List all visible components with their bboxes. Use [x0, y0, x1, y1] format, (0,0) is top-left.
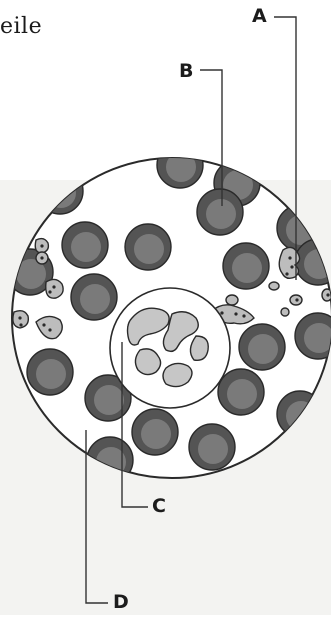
red-blood-cell-center: [71, 232, 101, 262]
red-blood-cell-center: [166, 152, 196, 182]
red-blood-cell: [62, 222, 108, 268]
corner-text: eile: [0, 14, 42, 39]
label-c: C: [152, 495, 166, 517]
red-blood-cell-center: [134, 234, 164, 264]
red-blood-cell: [197, 189, 243, 235]
red-blood-cell: [157, 142, 203, 188]
red-blood-cell: [223, 243, 269, 289]
red-blood-cell: [71, 274, 117, 320]
red-blood-cell-center: [232, 253, 262, 283]
white-blood-cell: [110, 288, 230, 408]
red-blood-cell: [125, 224, 171, 270]
red-blood-cell-center: [80, 284, 110, 314]
label-d: D: [113, 591, 129, 613]
red-blood-cell-center: [141, 419, 171, 449]
red-blood-cell-center: [36, 359, 66, 389]
red-blood-cell: [189, 424, 235, 470]
platelet: [226, 295, 238, 305]
platelet: [269, 282, 279, 290]
red-blood-cell: [132, 409, 178, 455]
red-blood-cell: [239, 324, 285, 370]
red-blood-cell-center: [198, 434, 228, 464]
label-a: A: [252, 5, 267, 27]
red-blood-cell-center: [248, 334, 278, 364]
red-blood-cell: [218, 369, 264, 415]
red-blood-cell: [27, 349, 73, 395]
red-blood-cell-center: [94, 385, 124, 415]
red-blood-cell-center: [206, 199, 236, 229]
label-b: B: [179, 60, 193, 82]
platelet: [281, 308, 289, 316]
red-blood-cell-center: [227, 379, 257, 409]
platelet: [46, 279, 63, 298]
